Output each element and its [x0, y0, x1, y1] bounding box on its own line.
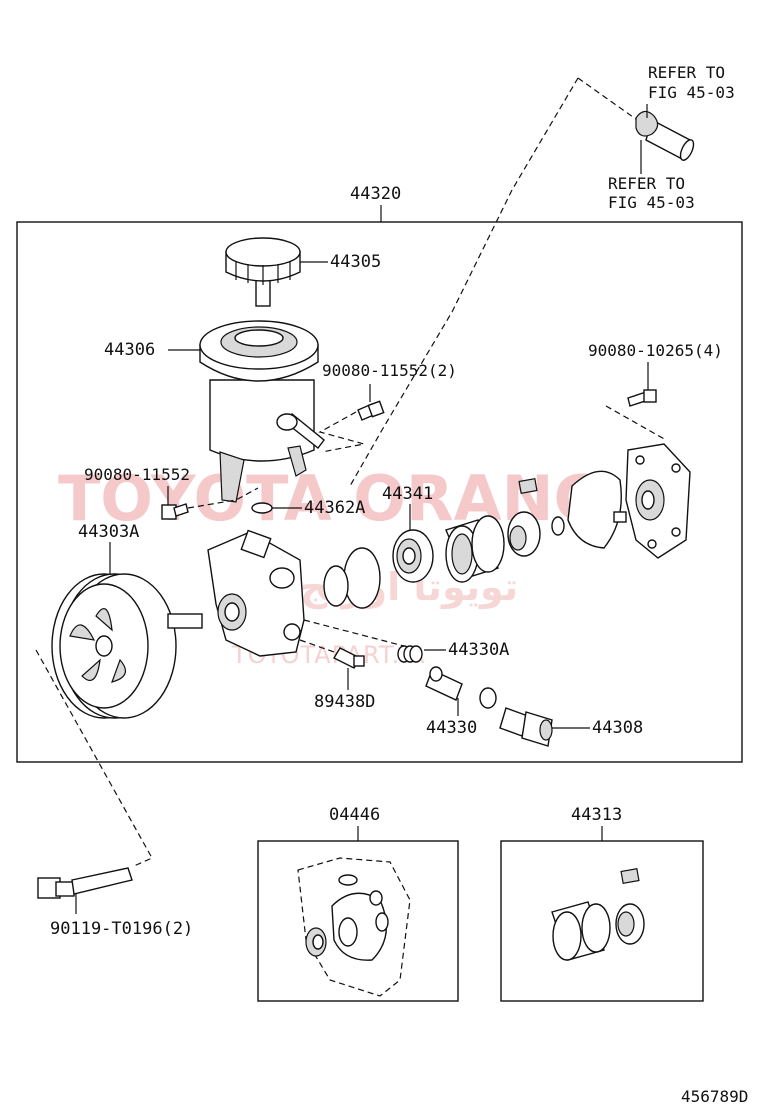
hose-clamp-part: [635, 110, 695, 162]
p44303A-label: 44303A: [78, 522, 139, 542]
p90119-label: 90119-T0196(2): [50, 919, 193, 939]
p44308-label: 44308: [592, 718, 643, 738]
bolt-90119-part: [37, 867, 133, 899]
pulley-bolt-dashed: [35, 649, 153, 867]
rear-cover-part: [613, 443, 691, 559]
switch-dashed: [299, 639, 335, 653]
p44305-label: 44305: [330, 252, 381, 272]
reservoir-cap-part: [225, 237, 301, 307]
pulley-44303A-part: [51, 573, 203, 719]
refer-top-line-2: FIG 45-03: [648, 83, 735, 102]
bolt-90080-10265-4-part: [627, 389, 657, 407]
snap-ring-part: [551, 516, 565, 536]
refer-top-line-1: REFER TO: [648, 63, 725, 82]
hose-dashed-path: [349, 77, 579, 487]
union-44308-part: [499, 707, 553, 747]
bolt-90080-11552-part: [161, 503, 189, 520]
bolt-90080-11552-2-part: [357, 400, 385, 421]
hose-dashed-path-2: [577, 77, 641, 123]
cartridge-kit-44313-contents: [551, 868, 645, 961]
gasket-kit-04446-contents: [297, 857, 411, 997]
refer-bottom-line-2: FIG 45-03: [608, 193, 695, 212]
p90080-10265-4-label: 90080-10265(4): [588, 341, 723, 360]
kit-44313-label: 44313: [571, 805, 622, 825]
p44330-label: 44330: [426, 718, 477, 738]
refer-bottom-line-1: REFER TO: [608, 174, 685, 193]
spring-44330A-part: [397, 645, 423, 663]
bracket-dashed: [187, 487, 259, 509]
rotor-part: [507, 478, 541, 557]
figure-id: 456789D: [681, 1087, 748, 1106]
p44362A-label: 44362A: [304, 498, 365, 518]
valve-dashed: [303, 619, 405, 647]
oring-44362A-part: [251, 502, 273, 514]
pressure-switch-89438D-part: [333, 647, 365, 669]
reservoir-tank-part: [199, 320, 325, 503]
p44330A-label: 44330A: [448, 640, 509, 660]
cam-ring-part: [445, 515, 505, 583]
p90080-11552-2-label: 90080-11552(2): [322, 361, 457, 380]
valve-44330-part: [425, 666, 463, 701]
assembly-label: 44320: [350, 184, 401, 204]
p89438D-label: 89438D: [314, 692, 375, 712]
p44306-label: 44306: [104, 340, 155, 360]
kit-04446-label: 04446: [329, 805, 380, 825]
p90080-11552-label: 90080-11552: [84, 465, 190, 484]
bushing-44341-part: [392, 529, 434, 583]
assembly-frame: [16, 221, 743, 763]
p44341-label: 44341: [382, 484, 433, 504]
oring-large-part: [343, 547, 381, 609]
oring-valve-part: [479, 687, 497, 709]
pump-body-part: [207, 529, 305, 657]
rear-cover-dashed: [605, 405, 667, 441]
oring-small-left-part: [323, 565, 349, 607]
rear-gasket-part: [567, 470, 622, 549]
bolt-dashed: [318, 411, 365, 453]
